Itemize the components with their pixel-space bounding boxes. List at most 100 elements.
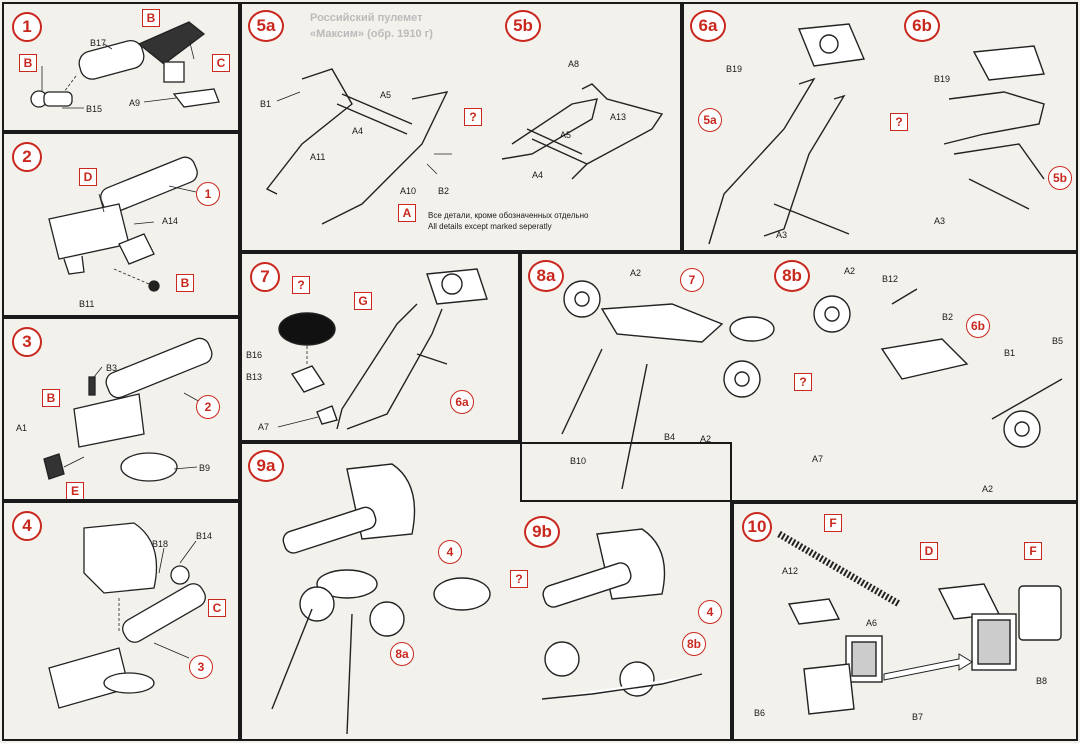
step-6-panel: 6a 6b 5a 5b ? B19 A3 B19 A3: [682, 2, 1078, 252]
part-label: A3: [934, 216, 946, 226]
part-label: A12: [782, 566, 799, 576]
sub-assembly-ref: 4: [698, 600, 722, 624]
faint-header: «Максим» (обр. 1910 г): [310, 28, 433, 40]
part-label: A5: [560, 130, 572, 140]
sub-assembly-ref: 4: [438, 540, 462, 564]
step-number: 5a: [248, 10, 284, 42]
part-label: B14: [196, 531, 213, 541]
ref-label: B: [176, 274, 194, 292]
part-label: B10: [570, 456, 587, 466]
step-3-illustration: [43, 337, 213, 482]
step-number: 8b: [774, 260, 810, 292]
part-label: B5: [1052, 336, 1064, 346]
question-ref: ?: [464, 108, 482, 126]
question-ref: ?: [890, 113, 908, 131]
ref-label: B: [42, 389, 60, 407]
part-label: A2: [700, 434, 712, 444]
part-label: A10: [400, 186, 417, 196]
assembly-note-ru: Все детали, кроме обозначенных отдельно: [428, 211, 589, 220]
sub-assembly-ref: 5a: [698, 108, 722, 132]
ref-label: B: [142, 9, 160, 27]
part-label: B11: [79, 299, 95, 309]
part-label: A4: [532, 170, 544, 180]
part-label: B18: [152, 539, 169, 549]
step-4-illustration: [48, 522, 206, 709]
ref-label: G: [354, 292, 372, 310]
sub-assembly-ref: 7: [680, 268, 704, 292]
part-label: A7: [812, 454, 824, 464]
part-label: A9: [129, 98, 141, 108]
part-label: B19: [726, 64, 743, 74]
step-2-illustration: [48, 156, 198, 292]
part-label: B17: [90, 38, 107, 48]
step-2-panel: 2 1 D B A14 B11: [2, 132, 240, 317]
part-label: A5: [380, 90, 392, 100]
step-10-panel: 10 F D F A12 A6 B6 B7 B8: [732, 502, 1078, 741]
part-label: B2: [438, 186, 450, 196]
step-6-illustration: [708, 23, 1045, 245]
part-label: B12: [882, 274, 899, 284]
ref-label: E: [66, 482, 84, 499]
step-number: 9b: [524, 516, 560, 548]
part-label: B7: [912, 712, 924, 722]
part-label: A14: [162, 216, 179, 226]
step-number: 6b: [904, 10, 940, 42]
step-number: 7: [250, 262, 280, 292]
part-label: A2: [630, 268, 642, 278]
part-label: B1: [260, 99, 272, 109]
step-number: 2: [12, 142, 42, 172]
step-8-panel: 8a 8b 7 6b ? A2 A2 B10 B4 A2 B12 B2 B1 B…: [520, 252, 1078, 502]
part-label: B2: [942, 312, 954, 322]
part-label: B6: [754, 708, 766, 718]
part-label: A2: [844, 266, 856, 276]
sub-assembly-ref: 1: [196, 182, 220, 206]
sub-assembly-ref: 6b: [966, 314, 990, 338]
step-5-illustration: [265, 68, 664, 225]
step-4-panel: 4 3 C B18 B14: [2, 501, 240, 741]
sub-assembly-ref: 5b: [1048, 166, 1072, 190]
step-7-illustration: [277, 268, 488, 430]
part-label: B9: [199, 463, 211, 473]
ref-label: F: [824, 514, 842, 532]
faint-header: Российский пулемет: [310, 12, 423, 24]
ref-label: F: [1024, 542, 1042, 560]
step-9-illustration: [271, 463, 703, 735]
part-label: B8: [1036, 676, 1048, 686]
step-5-panel: 5a 5b Российский пулемет «Максим» (обр. …: [240, 2, 682, 252]
question-ref: ?: [794, 373, 812, 391]
sub-assembly-ref: 3: [189, 655, 213, 679]
step-10-illustration: [777, 530, 1062, 715]
step-number: 4: [12, 511, 42, 541]
part-label: B1: [1004, 348, 1016, 358]
part-label: A7: [258, 422, 270, 432]
step-7-panel: 7 ? G 6a B16 B13 A7: [240, 252, 520, 442]
ref-label: C: [208, 599, 226, 617]
part-label: B19: [934, 74, 951, 84]
step-number: 1: [12, 12, 42, 42]
step-number: 8a: [528, 260, 564, 292]
sub-assembly-ref: 2: [196, 395, 220, 419]
step-8-illustration: [561, 280, 1063, 490]
step-9-panel: 9a 9b 4 8a 4 8b ?: [240, 442, 732, 741]
sub-assembly-ref: 8a: [390, 642, 414, 666]
assembly-note-en: All details except marked seperatly: [428, 222, 552, 231]
ref-label: B: [19, 54, 37, 72]
ref-label: D: [920, 542, 938, 560]
part-label: B3: [106, 363, 118, 373]
part-label: A2: [982, 484, 994, 494]
ref-label: C: [212, 54, 230, 72]
part-label: B13: [246, 372, 263, 382]
step-number: 3: [12, 327, 42, 357]
part-label: A6: [866, 618, 878, 628]
question-ref: ?: [292, 276, 310, 294]
step-3-panel: 3 2 B E B3 A1 B9: [2, 317, 240, 501]
part-label: A3: [776, 230, 788, 240]
sub-assembly-ref: 8b: [682, 632, 706, 656]
part-label: B15: [86, 104, 103, 114]
step-number: 6a: [690, 10, 726, 42]
part-label: A1: [16, 423, 28, 433]
step-number: 10: [742, 512, 772, 542]
step-number: 5b: [505, 10, 541, 42]
part-label: A8: [568, 59, 580, 69]
ref-label: A: [398, 204, 416, 222]
